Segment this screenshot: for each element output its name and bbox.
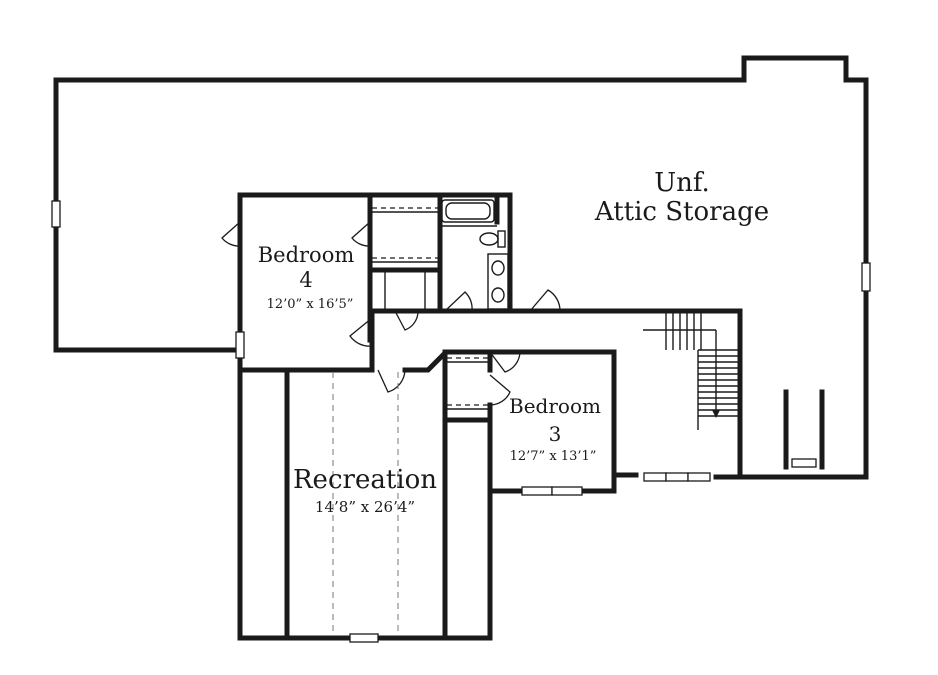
- door-attic-bedroom4: [221, 221, 241, 247]
- window-west-attic: [51, 200, 61, 228]
- bedroom3-number: 3: [549, 422, 562, 446]
- stair-alcove-wall: [783, 389, 825, 470]
- door-recreation: [377, 369, 406, 393]
- door-hall-bedroom3: [427, 352, 446, 371]
- attic-label-line2: Attic Storage: [594, 197, 769, 227]
- door-bath: [444, 291, 473, 312]
- door-bedroom3-closet: [489, 351, 521, 373]
- bathtub: [441, 199, 495, 223]
- window-east-attic: [861, 262, 871, 292]
- window-stair-c: [687, 472, 711, 482]
- staircase: [643, 313, 738, 430]
- window-bedroom3-b: [551, 486, 583, 496]
- recreation-dims: 14’8” x 26’4”: [315, 498, 415, 516]
- door-closet-upper: [351, 221, 371, 247]
- bedroom3-dims: 12’7” x 13’1”: [510, 449, 597, 464]
- door-hall-bedroom4: [349, 317, 373, 347]
- window-stair-a: [643, 472, 667, 482]
- bedroom3-walls: [442, 349, 617, 494]
- toilet-tank: [497, 230, 506, 248]
- vanity: [487, 253, 509, 310]
- door-attic-hall: [529, 289, 561, 312]
- window-stair-b: [665, 472, 689, 482]
- window-recreation: [349, 633, 379, 643]
- bedroom4-walls: [237, 192, 513, 373]
- bedroom3-label: Bedroom: [509, 394, 601, 418]
- attic-label-line1: Unf.: [654, 168, 710, 198]
- window-bedroom3-a: [521, 486, 553, 496]
- bedroom4-label: Bedroom: [258, 243, 355, 267]
- sink: [491, 287, 505, 303]
- rec-top-wall: [402, 349, 448, 373]
- recreation-label: Recreation: [293, 465, 437, 495]
- hall-wall: [369, 308, 743, 480]
- door-closet-lower: [394, 310, 419, 331]
- bedroom4-dims: 12’0” x 16’5”: [267, 297, 354, 312]
- window-alcove: [791, 458, 817, 468]
- stair-wall: [611, 349, 639, 478]
- window-bedroom4: [235, 331, 245, 359]
- attic-outline-wall: [53, 55, 869, 480]
- bedroom4-number: 4: [299, 268, 312, 292]
- door-bedroom3: [489, 374, 511, 406]
- sink: [491, 260, 505, 276]
- bathtub-inner: [445, 202, 491, 220]
- toilet: [479, 232, 499, 246]
